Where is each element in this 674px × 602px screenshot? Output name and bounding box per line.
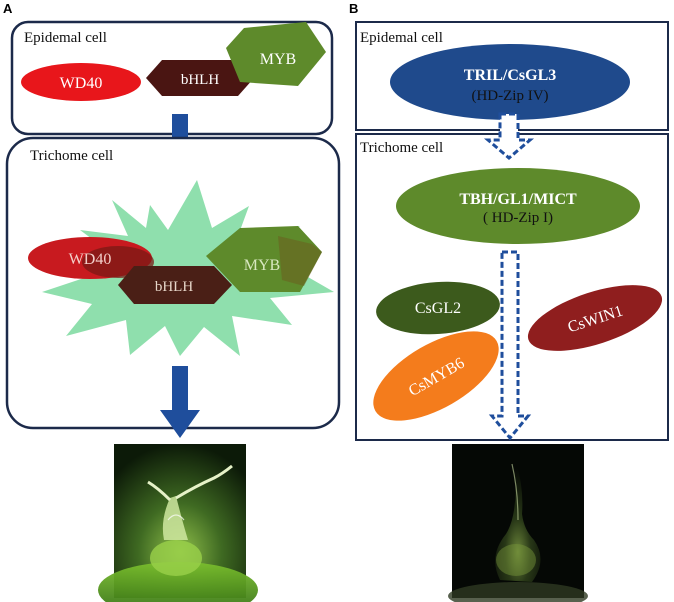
csgl2-shape bbox=[376, 281, 500, 335]
tbh-shape bbox=[396, 168, 640, 244]
tril-shape bbox=[390, 44, 630, 120]
panel-a-trichome-label: Trichome cell bbox=[30, 148, 113, 164]
panel-a-trichome-bhlh-label: bHLH bbox=[155, 279, 193, 295]
panel-a-trichome-myb-label: MYB bbox=[244, 257, 280, 274]
csgl2-label: CsGL2 bbox=[415, 300, 461, 317]
panel-a-bhlh-label: bHLH bbox=[181, 72, 219, 88]
panel-a-arrow-2 bbox=[160, 366, 200, 438]
tbh-label: TBH/GL1/MICT bbox=[459, 191, 577, 208]
cswin1-shape bbox=[527, 285, 663, 351]
panel-b-trichome-photo bbox=[448, 444, 588, 602]
panel-a-epidermal-label: Epidemal cell bbox=[24, 30, 107, 46]
panel-a-letter: A bbox=[3, 1, 13, 16]
panel-b-dashed-arrow-1 bbox=[483, 112, 535, 160]
tril-family-label: (HD-Zip IV) bbox=[471, 88, 548, 104]
csmyb6-shape bbox=[373, 331, 499, 421]
panel-a-trichome-wd40-label: WD40 bbox=[69, 251, 112, 268]
panel-a-bhlh-shape bbox=[146, 60, 254, 96]
panel-b-trichome-label: Trichome cell bbox=[360, 140, 443, 156]
panel-a-trichome-bhlh-shape bbox=[118, 266, 232, 304]
panel-a-myb-label: MYB bbox=[260, 51, 296, 68]
panel-b-letter: B bbox=[349, 1, 359, 16]
panel-a-trichome-photo bbox=[98, 444, 258, 602]
panel-a-wd40-label: WD40 bbox=[60, 75, 103, 92]
panel-b-dashed-arrow-2 bbox=[488, 250, 532, 441]
tril-label: TRIL/CsGL3 bbox=[464, 67, 556, 84]
panel-b-epidermal-label: Epidemal cell bbox=[360, 30, 443, 46]
tbh-family-label: ( HD-Zip I) bbox=[483, 210, 553, 226]
panel-a-wd40-shape bbox=[21, 63, 141, 101]
panel-a-myb-shape bbox=[226, 22, 326, 86]
